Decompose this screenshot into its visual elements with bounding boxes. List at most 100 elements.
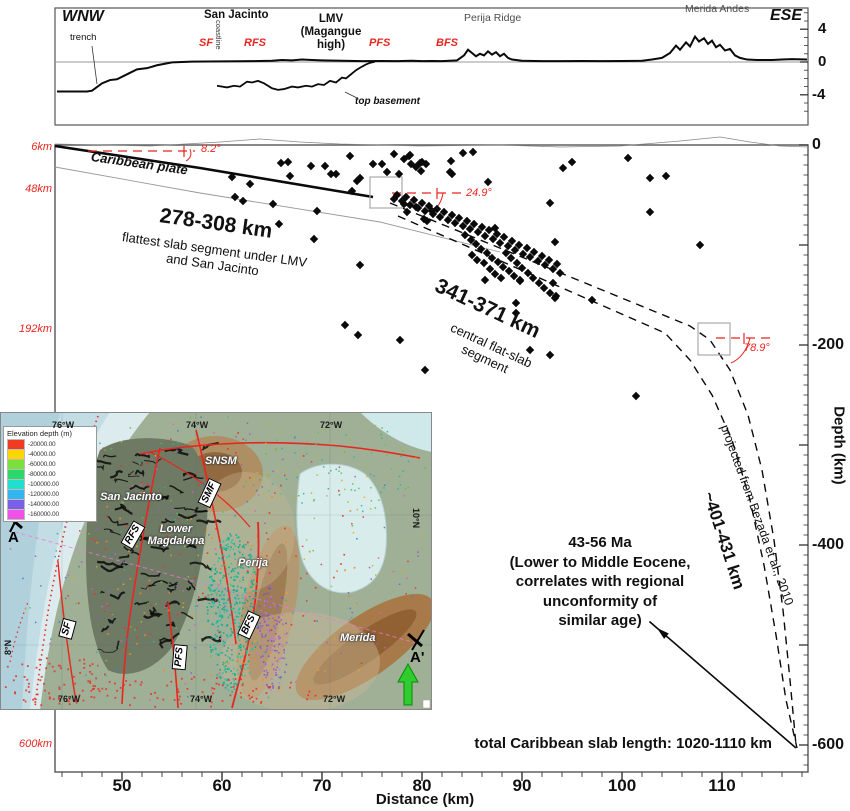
depth-marker-6km: 6km xyxy=(31,141,52,153)
map-coord-bottom-2: 72°W xyxy=(323,694,346,704)
distance-tick-100: 100 xyxy=(607,776,637,795)
map-foothills-2 xyxy=(195,472,295,592)
depth-tick-0: 0 xyxy=(812,136,821,153)
depth-tick--600: -600 xyxy=(812,736,845,753)
legend-value: -40000.00 xyxy=(28,450,56,458)
total-slab-length-label: total Caribbean slab length: 1020-1110 k… xyxy=(474,735,772,752)
legend-value: -100000.00 xyxy=(28,480,59,488)
legend-value: -80000.00 xyxy=(28,470,56,478)
pfs-fault-label: PFS xyxy=(369,37,391,49)
merida-andes-label: Merida Andes xyxy=(685,3,750,15)
san-jacinto-label: San Jacinto xyxy=(204,9,269,21)
map-section-a: A xyxy=(8,529,19,546)
map-border xyxy=(0,412,432,710)
map-section-a-prime: A' xyxy=(410,649,425,666)
map-coord-bottom-0: 76°W xyxy=(58,694,81,704)
legend-row-3: -80000.00 xyxy=(7,468,93,480)
lmv-label: LMV (Magangue high) xyxy=(283,13,379,52)
dip-angle-1: 8.2° xyxy=(201,143,221,155)
legend-value: -20000.00 xyxy=(28,440,56,448)
legend-row-2: -60000.00 xyxy=(7,458,93,470)
age-annotation-arrowhead xyxy=(657,628,669,639)
depth-marker-192km: 192km xyxy=(18,323,52,335)
age-annotation-arrow xyxy=(648,620,797,749)
map-legend-title: Elevation depth (m) xyxy=(7,429,73,438)
legend-row-1: -40000.00 xyxy=(7,448,93,460)
legend-row-6: -140000.00 xyxy=(7,498,93,510)
age-annotation-line3: correlates with regional xyxy=(515,573,685,590)
map-label-san-jacinto: San Jacinto xyxy=(100,491,162,503)
map-lat-10n: 10°N xyxy=(411,508,421,529)
map-scale-chip xyxy=(422,699,431,709)
depth-tick--400: -400 xyxy=(812,536,845,553)
legend-row-0: -20000.00 xyxy=(7,438,93,450)
map-north-arrow xyxy=(397,662,419,706)
legend-value: -120000.00 xyxy=(28,490,59,498)
elevation-tick-0: 0 xyxy=(818,53,827,70)
distance-axis-title: Distance (km) xyxy=(375,791,475,808)
legend-value: -160000.00 xyxy=(28,510,59,518)
map-merida-core xyxy=(313,609,417,685)
map-fault-label-SF: SF xyxy=(58,618,77,640)
legend-row-7: -160000.00 xyxy=(7,508,93,520)
legend-row-4: -100000.00 xyxy=(7,478,93,490)
map-label-perija: Perija xyxy=(238,557,268,569)
map-coord-top-1: 74°W xyxy=(186,420,209,430)
rfs-fault-label: RFS xyxy=(244,37,266,49)
projected-slab-lower xyxy=(397,215,798,749)
projected-slab-upper xyxy=(389,202,797,746)
map-legend-rows: -20000.00 -40000.00 -60000.00 -80000.00 -100… xyxy=(7,438,93,520)
depth-axis-title: Depth (km) xyxy=(830,406,848,485)
lmv-line1: LMV xyxy=(318,13,344,25)
distance-tick-110: 110 xyxy=(708,776,736,795)
legend-row-5: -120000.00 xyxy=(7,488,93,500)
map-label-merida: Merida xyxy=(340,632,376,644)
map-coord-top-2: 72°W xyxy=(320,420,343,430)
bend-box-1 xyxy=(369,176,403,209)
caribbean-slab-bottom xyxy=(54,166,501,253)
dip-angle-3: 78.9° xyxy=(744,342,770,354)
map-gulf xyxy=(360,412,432,452)
age-annotation: 43-56 Ma (Lower to Middle Eocene, correl… xyxy=(488,533,712,631)
distance-tick-60: 60 xyxy=(212,776,232,795)
map-foothills-1 xyxy=(220,612,380,710)
map-coord-top-0: 76°W xyxy=(52,420,75,430)
earthquake-hypocenters xyxy=(227,147,705,401)
map-label-snsm: SNSM xyxy=(205,455,237,467)
topography-profile xyxy=(57,34,808,93)
lmv-line3: high) xyxy=(316,38,346,51)
legend-value: -140000.00 xyxy=(28,500,59,508)
bend-box-2 xyxy=(697,322,731,356)
age-annotation-line5: similar age) xyxy=(558,612,642,629)
dip-angle-2: 24.9° xyxy=(466,187,492,199)
elevation-tick--4: -4 xyxy=(812,85,826,103)
coastline-label: coastline xyxy=(214,20,223,50)
map-fault-label-SMF: SMF xyxy=(197,477,222,509)
distance-tick-90: 90 xyxy=(512,776,532,795)
map-section-line xyxy=(7,529,421,645)
age-annotation-line2: (Lower to Middle Eocene, xyxy=(509,553,691,571)
trench-label: trench xyxy=(70,32,97,43)
map-lat-8n: 8°N xyxy=(3,639,13,655)
map-legend: Elevation depth (m) -20000.00 -40000.00 -6… xyxy=(3,426,97,522)
perija-ridge-label: Perija Ridge xyxy=(464,12,522,24)
top-basement-label: top basement xyxy=(355,96,421,107)
map-coord-bottom-1: 74°W xyxy=(190,694,213,704)
age-annotation-line4: unconformity of xyxy=(542,592,658,610)
map-earthquake-dots xyxy=(4,416,426,708)
distance-tick-50: 50 xyxy=(112,776,132,795)
legend-value: -60000.00 xyxy=(28,460,56,468)
direction-wnw-label: WNW xyxy=(62,8,104,25)
age-annotation-line1: 43-56 Ma xyxy=(568,534,632,551)
distance-tick-70: 70 xyxy=(312,776,332,795)
map-graticule xyxy=(0,412,432,710)
sf-fault-label: SF xyxy=(199,37,214,49)
distance-tick-80: 80 xyxy=(412,776,432,795)
basement-profile xyxy=(216,60,376,91)
surface-trace xyxy=(54,136,809,148)
map-label-lower-magdalena: Lower Magdalena xyxy=(147,523,205,547)
map-fault-label-BFS: BFS xyxy=(237,610,261,640)
map-overlay: Elevation depth (m) -20000.00 -40000.00 -6… xyxy=(0,412,432,710)
